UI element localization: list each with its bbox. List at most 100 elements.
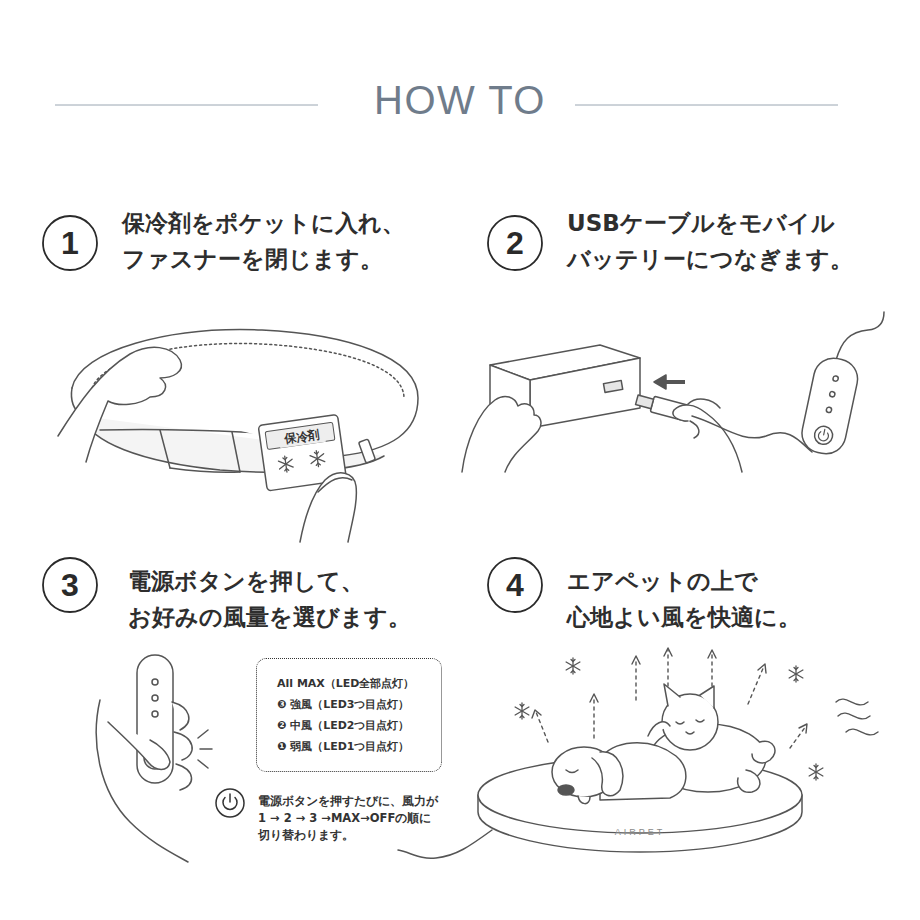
pet-bed-illustration <box>686 732 694 734</box>
power-icon <box>216 789 244 817</box>
snowflake-icon <box>515 658 823 780</box>
remote-illustration <box>152 711 158 717</box>
pet-bed-illustration <box>592 752 623 796</box>
cooling-pad-illustration <box>300 473 356 542</box>
airflow-arrows <box>748 666 764 704</box>
cooling-pad-illustration <box>170 468 240 472</box>
airflow-arrows <box>536 712 548 742</box>
airflow-arrows <box>593 696 594 738</box>
pet-bed-illustration <box>558 785 574 795</box>
cooling-pad-illustration <box>278 455 294 473</box>
battery-illustration <box>636 395 654 409</box>
airflow-arrows <box>758 664 766 673</box>
airflow-arrows <box>799 724 807 733</box>
step-number-circle: 4 <box>487 557 543 613</box>
battery-illustration <box>603 380 622 392</box>
remote-illustration <box>152 679 158 685</box>
mode-item: ❷ 中風（LED2つ目点灯） <box>277 715 425 736</box>
battery-illustration <box>462 312 884 472</box>
step-number-circle: 2 <box>487 215 543 271</box>
pet-bed-illustration <box>752 741 775 763</box>
step-instruction: エアペットの上で 心地よい風を快適に。 <box>567 563 877 635</box>
pet-bed-illustration <box>398 830 492 858</box>
snowflake-icon <box>809 764 823 780</box>
battery-illustration <box>654 375 666 389</box>
step-number-circle: 3 <box>42 557 98 613</box>
airflow-arrows <box>532 648 878 748</box>
power-icon <box>216 789 244 817</box>
remote-illustration <box>152 695 158 701</box>
airflow-arrows <box>790 726 806 748</box>
cooling-pad-illustration <box>58 330 418 542</box>
step-number: 3 <box>61 569 79 601</box>
airflow-arrows <box>836 699 878 735</box>
mode-item: ❶ 弱風（LED1つ目点灯） <box>277 736 425 757</box>
cooling-pad-illustration <box>58 347 181 462</box>
battery-illustration <box>673 405 742 472</box>
step-instruction: 電源ボタンを押して、 お好みの風量を選びます。 <box>128 563 438 635</box>
battery-illustration <box>692 416 812 452</box>
pet-bed-illustration <box>398 684 802 858</box>
mode-item: ❸ 強風（LED3つ目点灯） <box>277 694 425 715</box>
pet-bed-illustration <box>566 770 578 773</box>
remote-illustration <box>96 655 212 862</box>
power-icon <box>229 794 231 802</box>
header-rule <box>55 105 318 106</box>
step-instruction: USBケーブルをモバイル バッテリーにつなぎます。 <box>567 205 877 277</box>
step-number: 4 <box>506 569 524 601</box>
mode-list-box: All MAX（LED全部点灯）❸ 強風（LED3つ目点灯）❷ 中風（LED2つ… <box>256 658 442 772</box>
airflow-arrows <box>711 652 712 686</box>
cooling-pad-illustration <box>318 478 352 492</box>
usage-note: 電源ボタンを押すたびに、風力が 1 → 2 → 3 →MAX→OFFの順に 切り… <box>258 793 440 844</box>
snowflake-icon <box>789 666 803 682</box>
pet-bed-illustration <box>664 684 680 706</box>
step-number: 1 <box>61 227 79 259</box>
cooling-pad-illustration <box>359 439 376 463</box>
mode-item: All MAX（LED全部点灯） <box>277 673 425 694</box>
step-number-circle: 1 <box>42 215 98 271</box>
battery-illustration <box>836 312 884 360</box>
cooling-pad-illustration <box>232 432 240 472</box>
airflow-arrows <box>590 694 598 702</box>
pet-bed-illustration <box>648 722 670 736</box>
airflow-arrows <box>664 648 672 656</box>
battery-illustration <box>818 431 830 441</box>
battery-illustration <box>833 376 839 382</box>
battery-illustration <box>824 429 825 434</box>
battery-illustration <box>829 391 835 397</box>
circle-outline <box>43 558 97 612</box>
airflow-arrows <box>532 710 541 718</box>
remote-illustration <box>108 722 170 770</box>
page-title: HOW TO <box>0 76 920 124</box>
battery-illustration <box>798 354 861 457</box>
battery-illustration <box>690 421 699 438</box>
airflow-arrows <box>708 650 716 658</box>
battery-illustration <box>665 380 685 384</box>
cooling-pad-illustration <box>160 430 170 468</box>
circle-outline <box>488 216 542 270</box>
battery-illustration <box>688 399 720 408</box>
pet-bed-illustration <box>738 770 760 792</box>
step-number: 2 <box>506 227 524 259</box>
airflow-arrows <box>667 650 668 686</box>
cooling-pad-illustration <box>309 450 325 468</box>
airflow-arrows <box>635 658 636 700</box>
pet-bed-illustration <box>578 796 590 804</box>
brand-mark: AIRPET <box>590 826 690 838</box>
snowflake-icon <box>566 658 580 674</box>
snowflake-icon <box>515 703 529 719</box>
remote-illustration <box>172 702 189 730</box>
remote-illustration <box>176 764 192 790</box>
battery-illustration <box>798 354 861 457</box>
battery-illustration <box>813 425 834 446</box>
pet-bed-illustration <box>676 720 704 724</box>
remote-illustration <box>198 730 212 768</box>
battery-illustration <box>530 358 640 428</box>
battery-illustration <box>462 396 541 472</box>
pet-bed-illustration <box>700 686 714 708</box>
airflow-arrows <box>632 656 640 664</box>
header-rule <box>575 105 838 106</box>
